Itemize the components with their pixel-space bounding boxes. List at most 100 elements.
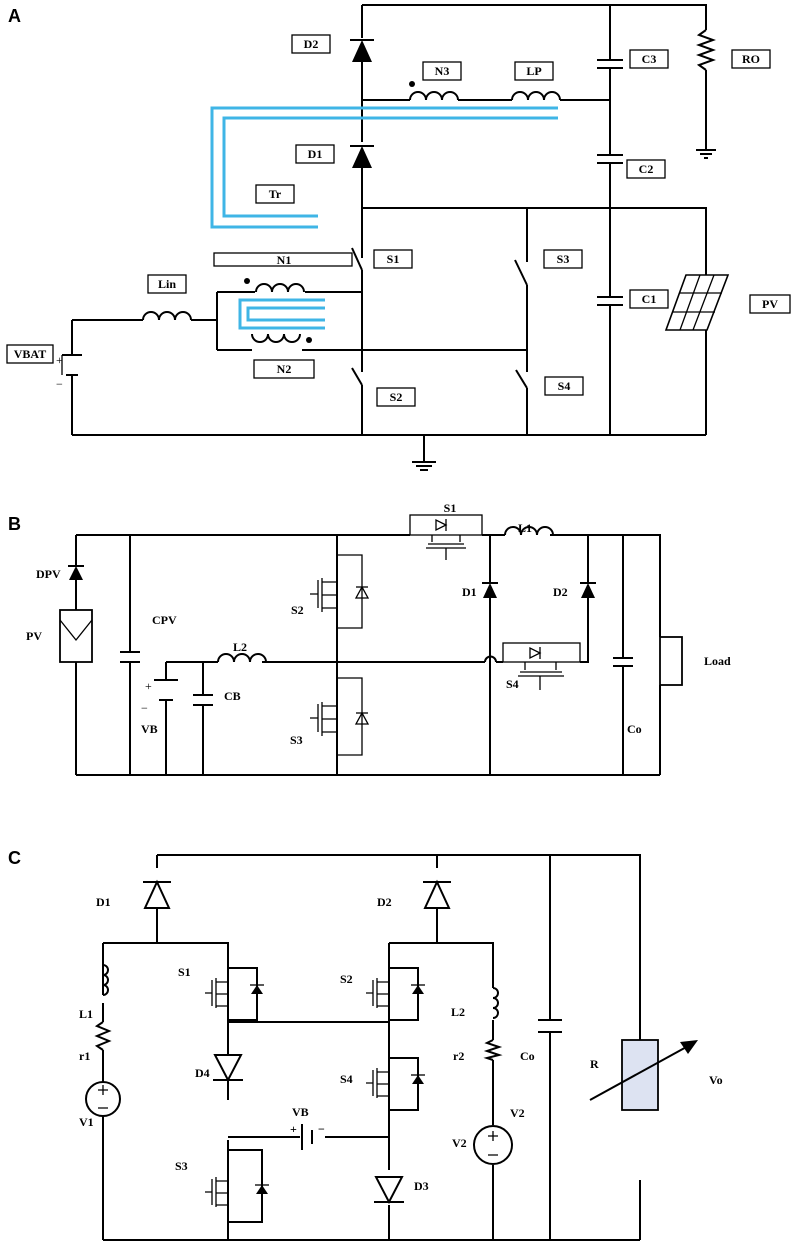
- diode-b-d2-icon: [580, 582, 596, 598]
- resistor-r1-icon: [94, 1021, 112, 1051]
- mosfet-s1-icon: [409, 514, 483, 560]
- mosfet-c-s3-icon: [205, 1149, 269, 1223]
- label-b-d2: D2: [553, 585, 568, 599]
- inductor-lp-icon: [511, 91, 561, 101]
- vb-plus: +: [145, 679, 152, 693]
- label-a-s4: S4: [558, 379, 571, 393]
- label-b-cpv: CPV: [152, 613, 177, 627]
- panel-c: C: [8, 848, 723, 1241]
- label-c-s1: S1: [178, 965, 191, 979]
- switch-s3-icon: [514, 259, 528, 286]
- label-b-l1: L1: [518, 521, 532, 535]
- label-a-s1: S1: [387, 252, 400, 266]
- capacitor-co-icon: [613, 657, 633, 667]
- diode-c-d2-icon: [423, 879, 451, 909]
- diode-c-d4-icon: [213, 1054, 243, 1083]
- label-b-pv: PV: [26, 629, 42, 643]
- label-a-n3: N3: [435, 64, 450, 78]
- pv-module-icon: [59, 609, 93, 663]
- label-a-c1: C1: [642, 292, 657, 306]
- panel-a-wires: [71, 4, 707, 462]
- inductor-c-l2-icon: [492, 987, 499, 1019]
- inductor-c-l1-icon: [102, 964, 109, 996]
- panel-b: B + −: [8, 501, 731, 776]
- label-a-vbat: VBAT: [14, 347, 46, 361]
- vb-minus: −: [141, 701, 148, 715]
- inductor-n1-icon: [255, 283, 305, 293]
- label-a-c3: C3: [642, 52, 657, 66]
- capacitor-c3-icon: [597, 59, 623, 69]
- label-b-s1: S1: [444, 501, 457, 515]
- label-a-ro: RO: [742, 52, 760, 66]
- mosfet-c-s2-icon: [366, 967, 425, 1021]
- switch-s2-icon: [351, 367, 363, 386]
- adjust-arrow-icon: [589, 1040, 698, 1101]
- n1-winding-box: [213, 252, 353, 267]
- dot-n1-icon: [244, 278, 250, 284]
- inductor-n2-icon: [251, 333, 301, 343]
- label-c-vb: VB: [292, 1105, 309, 1119]
- label-c-r2: r2: [453, 1049, 464, 1063]
- label-b-cb: CB: [224, 689, 241, 703]
- diode-dpv-icon: [68, 565, 84, 580]
- label-a-n1: N1: [277, 253, 292, 267]
- battery-c-vb-icon: [301, 1124, 313, 1150]
- mosfet-c-s1-icon: [205, 967, 264, 1021]
- label-a-s2: S2: [390, 390, 403, 404]
- label-a-lp: LP: [526, 64, 541, 78]
- ground-a-icon: [412, 461, 436, 471]
- capacitor-cpv-icon: [120, 651, 140, 663]
- label-a-d1: D1: [308, 147, 323, 161]
- vb-c-plus: +: [290, 1122, 297, 1136]
- label-a-lin: Lin: [158, 277, 176, 291]
- vbat-minus: −: [56, 377, 63, 391]
- capacitor-c1-icon: [597, 296, 623, 306]
- panel-a-letter: A: [8, 6, 21, 26]
- label-b-s2: S2: [291, 603, 304, 617]
- label-c-l2: L2: [451, 1005, 465, 1019]
- switch-s4-icon: [515, 369, 528, 389]
- label-b-vb: VB: [141, 722, 158, 736]
- label-b-dpv: DPV: [36, 567, 61, 581]
- label-c-vo: Vo: [709, 1073, 723, 1087]
- mosfet-s3-icon: [310, 677, 370, 756]
- inductor-l2-icon: [217, 653, 267, 663]
- label-c-v1: V1: [79, 1115, 94, 1129]
- source-v2-icon: [473, 1125, 513, 1165]
- vbat-plus: +: [56, 353, 63, 367]
- panel-c-letter: C: [8, 848, 21, 868]
- label-a-tr: Tr: [269, 187, 282, 201]
- label-c-d1: D1: [96, 895, 111, 909]
- label-c-co: Co: [520, 1049, 535, 1063]
- switch-s1-icon: [351, 247, 363, 271]
- battery-vbat-icon: [61, 354, 82, 376]
- capacitor-c-co-icon: [538, 1019, 562, 1033]
- inductor-lin-icon: [142, 311, 192, 321]
- resistor-ro-icon: [696, 29, 716, 71]
- label-a-pv: PV: [762, 297, 778, 311]
- label-a-c2: C2: [639, 162, 654, 176]
- panel-b-labels: S1 L1 DPV S2 D1 D2 CPV PV L2 Load S4 CB …: [26, 501, 731, 747]
- label-a-d2: D2: [304, 37, 319, 51]
- label-c-s4: S4: [340, 1072, 353, 1086]
- inductor-n3-icon: [409, 91, 459, 101]
- mosfet-s4-icon: [502, 642, 581, 690]
- label-c-d2: D2: [377, 895, 392, 909]
- label-c-l1: L1: [79, 1007, 93, 1021]
- label-b-s4: S4: [506, 677, 519, 691]
- capacitor-c2-icon: [597, 154, 623, 164]
- label-c-d4: D4: [195, 1066, 210, 1080]
- label-c-v2-right: V2: [510, 1106, 525, 1120]
- label-b-l2: L2: [233, 640, 247, 654]
- transformer-core-icon: [210, 106, 558, 330]
- label-b-co: Co: [627, 722, 642, 736]
- mosfet-s2-icon: [310, 554, 370, 629]
- dot-n3-icon: [409, 81, 415, 87]
- diode-b-d1-icon: [482, 582, 498, 598]
- vb-c-minus: −: [318, 1122, 325, 1136]
- source-v1-icon: [85, 1081, 121, 1117]
- diode-c-d1-icon: [143, 879, 171, 909]
- diode-d1-icon: [350, 145, 374, 168]
- panel-c-labels: D1 D2 S1 S2 L1 L2 r1 r2 Co R D4 S4 Vo VB…: [79, 895, 723, 1193]
